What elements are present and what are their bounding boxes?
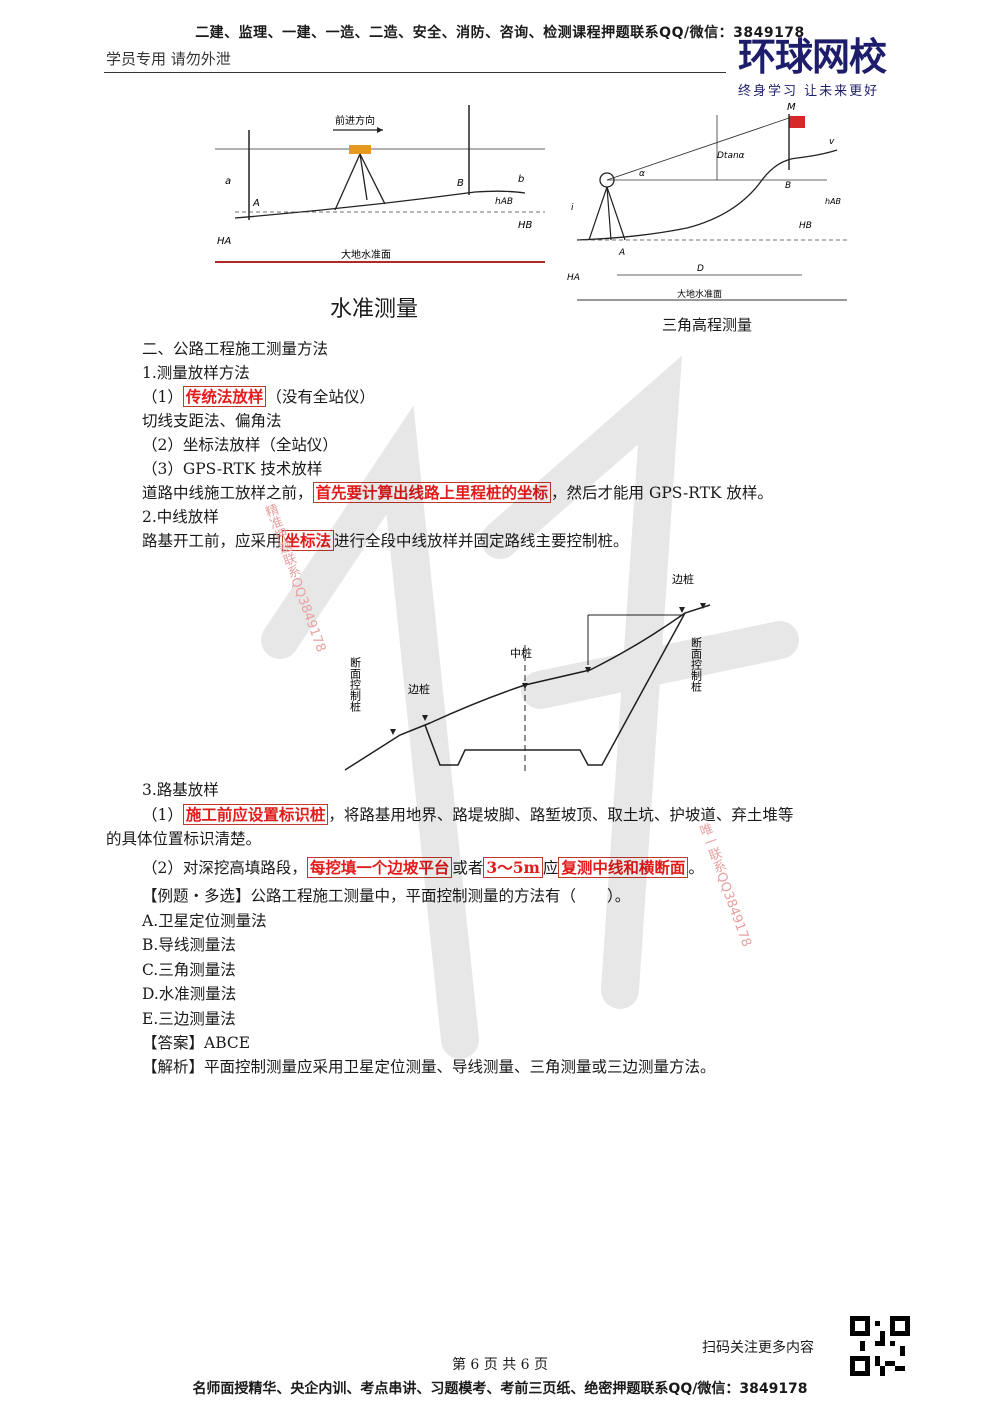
ground-line	[234, 190, 526, 219]
page-number: 第 6 页 共 6 页	[451, 1357, 549, 1373]
direction-label: 前进方向	[335, 114, 375, 127]
watermark-text-left: 精准押题联系QQ3849178	[260, 502, 329, 655]
section-stake-marker	[700, 603, 706, 609]
qr-hint: 扫码关注更多内容	[702, 1340, 814, 1356]
brand-logo: 环球网校	[738, 35, 887, 79]
svg-text:HA: HA	[217, 236, 232, 247]
svg-text:HB: HB	[518, 220, 533, 231]
tripod-leg	[359, 153, 368, 201]
center-stake-marker	[585, 667, 591, 673]
header-divider	[104, 72, 726, 73]
paragraph-coordinate: （2）坐标法放样（全站仪）	[142, 436, 338, 454]
svg-text:hAB: hAB	[495, 197, 513, 207]
paragraph-marker-stakes: （1）施工前应设置标识桩，将路基用地界、路堤坡脚、路堑坡顶、取土坑、护坡道、弃土…	[142, 804, 794, 825]
leveling-diagram: 前进方向 a A B b hAB HA HB 大地水准面	[215, 105, 545, 263]
sight-line	[606, 117, 790, 181]
svg-text:M: M	[787, 102, 796, 113]
tripod-leg	[359, 153, 386, 205]
section-stake-marker	[390, 729, 396, 735]
leveling-caption: 水准测量	[330, 297, 419, 322]
paragraph-gps-detail: 道路中线施工放样之前，首先要计算出线路上里程桩的坐标，然后才能用 GPS-RTK…	[142, 482, 773, 503]
svg-text:HB: HB	[799, 221, 812, 231]
item-3-heading: 3.路基放样	[142, 781, 219, 799]
option-d: D.水准测量法	[142, 985, 237, 1003]
edge-stake-marker	[679, 607, 685, 613]
edge-stake-marker	[422, 715, 428, 721]
highlight-coordinates: 首先要计算出线路上里程桩的坐标	[312, 482, 552, 503]
item-2-heading: 2.中线放样	[142, 508, 219, 526]
option-b: B.导线测量法	[142, 936, 236, 954]
paragraph-methods: 切线支距法、偏角法	[142, 412, 282, 430]
highlight-marker-stakes: 施工前应设置标识桩	[182, 804, 329, 825]
question-title: 【例题・多选】公路工程施工测量中，平面控制测量的方法有（ ）。	[142, 887, 631, 905]
svg-text:Dtanα: Dtanα	[717, 151, 745, 161]
option-c: C.三角测量法	[142, 961, 236, 979]
svg-text:hAB: hAB	[825, 197, 841, 206]
top-banner: 二建、监理、一建、一造、二造、安全、消防、咨询、检测课程押题联系QQ/微信：38…	[195, 25, 805, 41]
trig-caption: 三角高程测量	[662, 316, 753, 334]
slope-ground	[576, 149, 838, 241]
item-1-heading: 1.测量放样方法	[142, 364, 250, 382]
highlight-resurvey: 复测中线和横断面	[558, 857, 689, 878]
svg-text:i: i	[571, 203, 574, 213]
paragraph-marker-stakes-cont: 的具体位置标识清楚。	[106, 830, 262, 848]
svg-text:α: α	[639, 169, 645, 179]
tripod-leg	[334, 153, 361, 211]
highlight-slope-platform: 每挖填一个边坡平台	[306, 857, 453, 878]
section-stake-right-label: 断面控制桩	[690, 636, 703, 693]
ground-profile	[344, 604, 711, 771]
svg-text:v: v	[829, 137, 835, 147]
highlight-coordinate-method: 坐标法	[281, 530, 335, 551]
center-stake-label: 中桩	[510, 646, 532, 660]
svg-text:HA: HA	[567, 273, 580, 283]
paragraph-centerline: 路基开工前，应采用坐标法进行全段中线放样并固定路线主要控制桩。	[142, 530, 629, 551]
analysis: 【解析】平面控制测量应采用卫星定位测量、导线测量、三角测量或三边测量方法。	[142, 1058, 716, 1076]
direction-arrowhead	[377, 127, 383, 133]
svg-text:B: B	[457, 178, 464, 189]
highlight-height: 3～5m	[483, 857, 543, 878]
svg-text:A: A	[252, 198, 260, 209]
target-flag	[789, 116, 805, 128]
bottom-banner: 名师面授精华、央企内训、考点串讲、习题模考、考前三页纸、绝密押题联系QQ/微信：…	[192, 1381, 808, 1397]
svg-text:A: A	[618, 248, 625, 258]
paragraph-traditional: （1）传统法放样（没有全站仪）	[142, 386, 375, 407]
svg-text:B: B	[785, 181, 791, 191]
trig-leveling-diagram: M Dtanα α v i A B hAB HB HA D 大地水准面	[567, 102, 847, 301]
option-e: E.三边测量法	[142, 1010, 236, 1028]
edge-stake-top-label: 边桩	[672, 572, 694, 586]
paragraph-gps: （3）GPS-RTK 技术放样	[142, 460, 323, 478]
brand-slogan: 终身学习 让未来更好	[738, 84, 880, 99]
cross-section-diagram: 边桩 断面控制桩 中桩 边桩 断面控制桩	[344, 572, 711, 775]
svg-text:a: a	[225, 176, 231, 187]
svg-text:b: b	[518, 174, 524, 185]
section-stake-left-label: 断面控制桩	[349, 656, 362, 713]
confidential-note: 学员专用 请勿外泄	[106, 50, 231, 68]
section-title: 二、公路工程施工测量方法	[142, 340, 329, 358]
edge-stake-left-label: 边桩	[408, 682, 430, 696]
answer: 【答案】ABCE	[142, 1034, 251, 1052]
level-instrument	[349, 145, 371, 154]
svg-text:大地水准面: 大地水准面	[341, 248, 391, 261]
watermark-text-right: 唯一联系QQ3849178	[695, 821, 754, 950]
svg-text:大地水准面: 大地水准面	[677, 288, 722, 300]
roadbed-outline	[424, 612, 686, 766]
svg-text:D: D	[697, 264, 704, 274]
option-a: A.卫星定位测量法	[142, 912, 267, 930]
highlight-traditional: 传统法放样	[182, 386, 267, 407]
center-stake-marker	[522, 683, 528, 689]
qr-code	[850, 1316, 910, 1376]
